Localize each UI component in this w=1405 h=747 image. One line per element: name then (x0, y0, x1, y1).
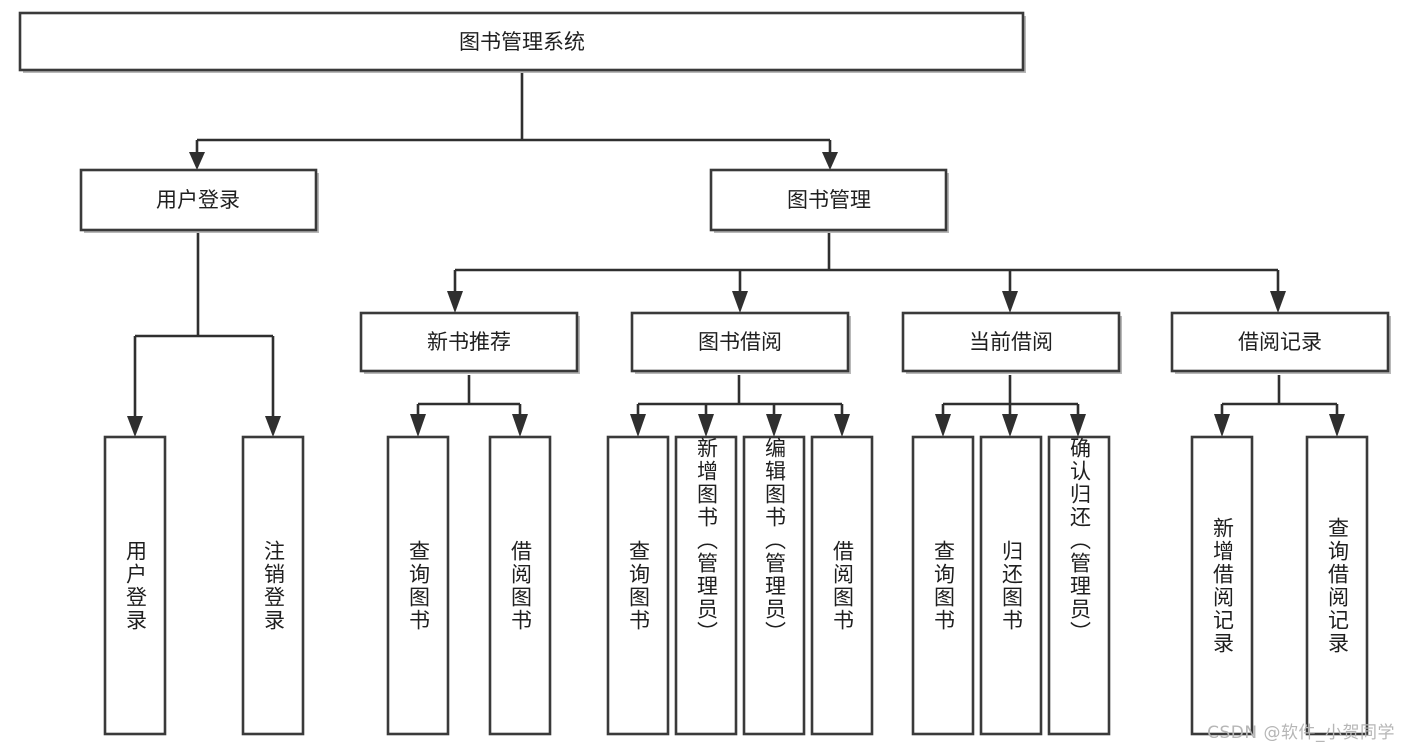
arrow-to-borrow-record (1270, 291, 1286, 313)
node-current-borrow-label: 当前借阅 (969, 330, 1053, 354)
leaf-node-group[interactable] (103, 435, 1369, 736)
arrow-to-leaf-query-record (1329, 414, 1345, 437)
leaf-borrow-book-1-rect[interactable] (488, 435, 552, 736)
node-root-label: 图书管理系统 (459, 30, 585, 54)
node-user-login[interactable]: 用户登录 (79, 168, 319, 233)
node-book-borrow-rect[interactable] (630, 311, 850, 373)
leaf-logout-rect[interactable] (241, 435, 305, 736)
arrow-to-book-borrow (732, 291, 748, 313)
arrow-to-leaf-query-book-1 (410, 414, 426, 437)
arrow-to-userlogin (189, 152, 205, 170)
node-user-login-label: 用户登录 (156, 188, 240, 212)
arrow-to-leaf-edit-book (766, 414, 782, 437)
leaf-edit-book-rect[interactable] (742, 435, 806, 736)
arrow-to-new-book-rec (447, 291, 463, 313)
leaf-query-book-2-rect[interactable] (606, 435, 670, 736)
leaf-query-record-rect[interactable] (1305, 435, 1369, 736)
leaf-query-book-1-rect[interactable] (386, 435, 450, 736)
leaf-query-book-3-rect[interactable] (911, 435, 975, 736)
arrow-to-leaf-borrow-book-2 (834, 414, 850, 437)
node-current-borrow-rect[interactable] (901, 311, 1121, 373)
leaf-borrow-book-2-rect[interactable] (810, 435, 874, 736)
edge-group (127, 70, 1345, 437)
node-new-book-rec-label: 新书推荐 (427, 330, 511, 354)
node-borrow-record-label: 借阅记录 (1238, 330, 1322, 354)
arrow-to-leaf-logout (265, 416, 281, 437)
arrow-to-leaf-confirm-return (1070, 414, 1086, 437)
arrow-to-leaf-query-book-3 (935, 414, 951, 437)
node-current-borrow[interactable]: 当前借阅 (901, 311, 1122, 374)
node-book-borrow-label: 图书借阅 (698, 330, 782, 354)
leaf-return-book-rect[interactable] (979, 435, 1043, 736)
node-book-manage-label: 图书管理 (787, 188, 871, 212)
arrow-to-leaf-add-book (698, 414, 714, 437)
node-root-rect[interactable] (18, 11, 1025, 72)
arrow-to-leaf-user-login (127, 416, 143, 437)
arrow-to-leaf-borrow-book-1 (512, 414, 528, 437)
node-book-manage-rect[interactable] (709, 168, 948, 232)
node-root[interactable]: 图书管理系统 (18, 11, 1026, 73)
arrow-to-leaf-add-record (1214, 414, 1230, 437)
leaf-add-book-rect[interactable] (674, 435, 738, 736)
csdn-watermark: CSDN @软件_小贺同学 (1207, 723, 1395, 743)
node-borrow-record-rect[interactable] (1170, 311, 1390, 373)
arrow-to-leaf-query-book-2 (630, 414, 646, 437)
leaf-add-record-rect[interactable] (1190, 435, 1254, 736)
arrow-to-bookmanage (822, 152, 838, 170)
leaf-user-login-rect[interactable] (103, 435, 167, 736)
arrow-to-leaf-return-book (1002, 414, 1018, 437)
node-user-login-rect[interactable] (79, 168, 318, 232)
node-new-book-rec[interactable]: 新书推荐 (359, 311, 580, 374)
arrow-to-current-borrow (1002, 291, 1018, 313)
leaf-confirm-return-rect[interactable] (1047, 435, 1111, 736)
node-book-manage[interactable]: 图书管理 (709, 168, 949, 233)
node-borrow-record[interactable]: 借阅记录 (1170, 311, 1391, 374)
node-new-book-rec-rect[interactable] (359, 311, 579, 373)
node-book-borrow[interactable]: 图书借阅 (630, 311, 851, 374)
